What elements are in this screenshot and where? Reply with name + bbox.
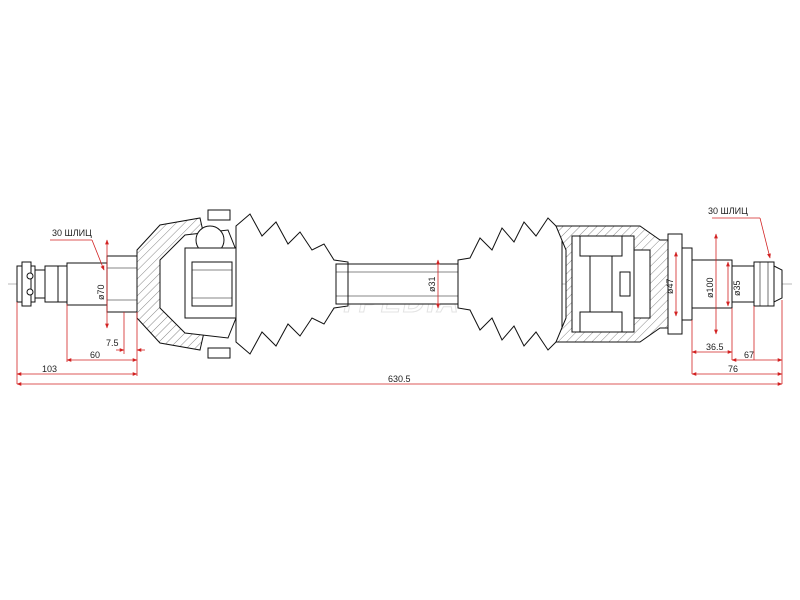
- dim-d100: ø100: [705, 277, 715, 298]
- inner-tripod-joint: [555, 225, 669, 343]
- inner-boot: [457, 217, 563, 351]
- dim-7-5: 7.5: [106, 338, 119, 348]
- dim-d31: ø31: [427, 276, 437, 292]
- dim-630-5: 630.5: [388, 374, 411, 384]
- spline-label-left: 30 ШЛИЦ: [52, 228, 92, 238]
- outer-cv-joint: [136, 209, 241, 359]
- left-stub-shaft: [16, 255, 138, 313]
- dim-d47: ø47: [665, 278, 675, 294]
- dim-76: 76: [728, 364, 738, 374]
- dim-d35: ø35: [732, 280, 742, 296]
- dim-103: 103: [42, 364, 57, 374]
- intermediate-shaft: [335, 263, 461, 305]
- spline-label-right: 30 ШЛИЦ: [708, 206, 748, 216]
- dim-36-5: 36.5: [706, 342, 724, 352]
- outer-boot: [235, 213, 349, 355]
- dim-60: 60: [90, 350, 100, 360]
- dim-67: 67: [744, 350, 754, 360]
- dim-d70: ø70: [96, 284, 106, 300]
- dimension-lines: [16, 217, 783, 386]
- right-stub-shaft: [667, 233, 783, 335]
